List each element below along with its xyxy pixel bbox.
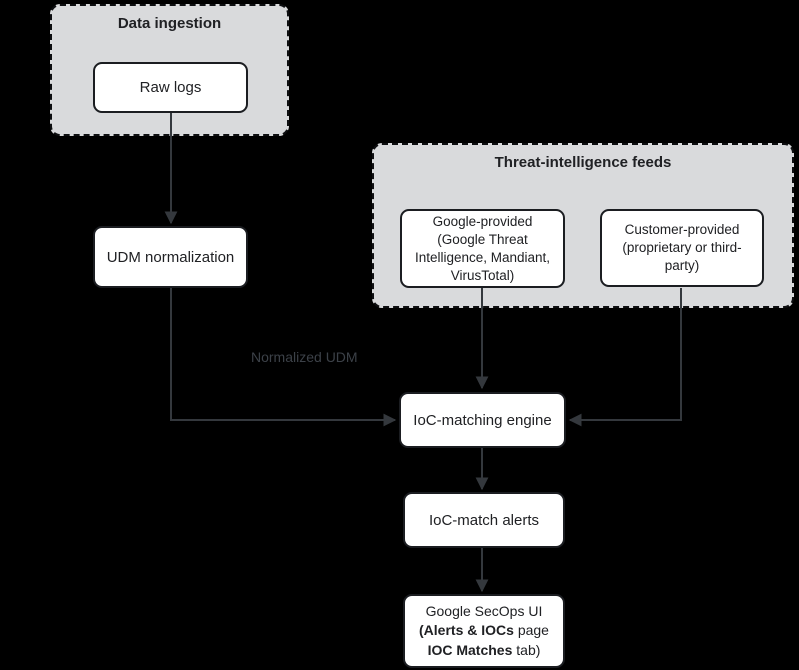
node-ioc-matching-engine-label: IoC-matching engine xyxy=(413,411,552,429)
node-google-secops-ui: Google SecOps UI (Alerts & IOCs page IOC… xyxy=(403,594,565,668)
node-secops-line2: (Alerts & IOCs page xyxy=(419,621,549,641)
node-google-provided-line: Intelligence, Mandiant, xyxy=(414,249,551,265)
node-customer-provided-line: (proprietary or third- xyxy=(622,240,742,255)
container-data-ingestion: Data ingestion xyxy=(50,4,289,136)
container-threat-feeds-title: Threat-intelligence feeds xyxy=(494,154,672,171)
node-secops-line3-bold: IOC Matches xyxy=(427,641,513,658)
container-data-ingestion-title: Data ingestion xyxy=(117,15,222,32)
node-udm-normalization-label: UDM normalization xyxy=(106,248,235,266)
node-secops-line3: IOC Matches tab) xyxy=(428,641,541,661)
node-ioc-match-alerts-label: IoC-match alerts xyxy=(428,511,540,529)
node-google-provided-line: (Google Threat xyxy=(437,231,528,247)
node-udm-normalization: UDM normalization xyxy=(93,226,248,288)
node-raw-logs-label: Raw logs xyxy=(139,79,202,96)
node-secops-line2-rest: page xyxy=(513,622,549,639)
node-customer-provided: Customer-provided (proprietary or third-… xyxy=(600,209,764,287)
node-ioc-matching-engine: IoC-matching engine xyxy=(399,392,566,448)
node-google-provided-line: Google-provided xyxy=(432,213,533,229)
node-google-provided: Google-provided (Google Threat Intellige… xyxy=(400,209,565,288)
node-raw-logs: Raw logs xyxy=(93,62,248,113)
node-secops-line1: Google SecOps UI xyxy=(425,602,543,619)
node-customer-provided-line: Customer-provided xyxy=(624,222,740,237)
node-secops-line3-rest: tab) xyxy=(512,641,541,658)
node-customer-provided-line: party) xyxy=(664,258,700,273)
edge-label-normalized-udm: Normalized UDM xyxy=(251,349,358,365)
node-ioc-match-alerts: IoC-match alerts xyxy=(403,492,565,548)
node-secops-line2-bold: (Alerts & IOCs xyxy=(419,622,514,639)
node-google-provided-line: VirusTotal) xyxy=(450,267,515,283)
